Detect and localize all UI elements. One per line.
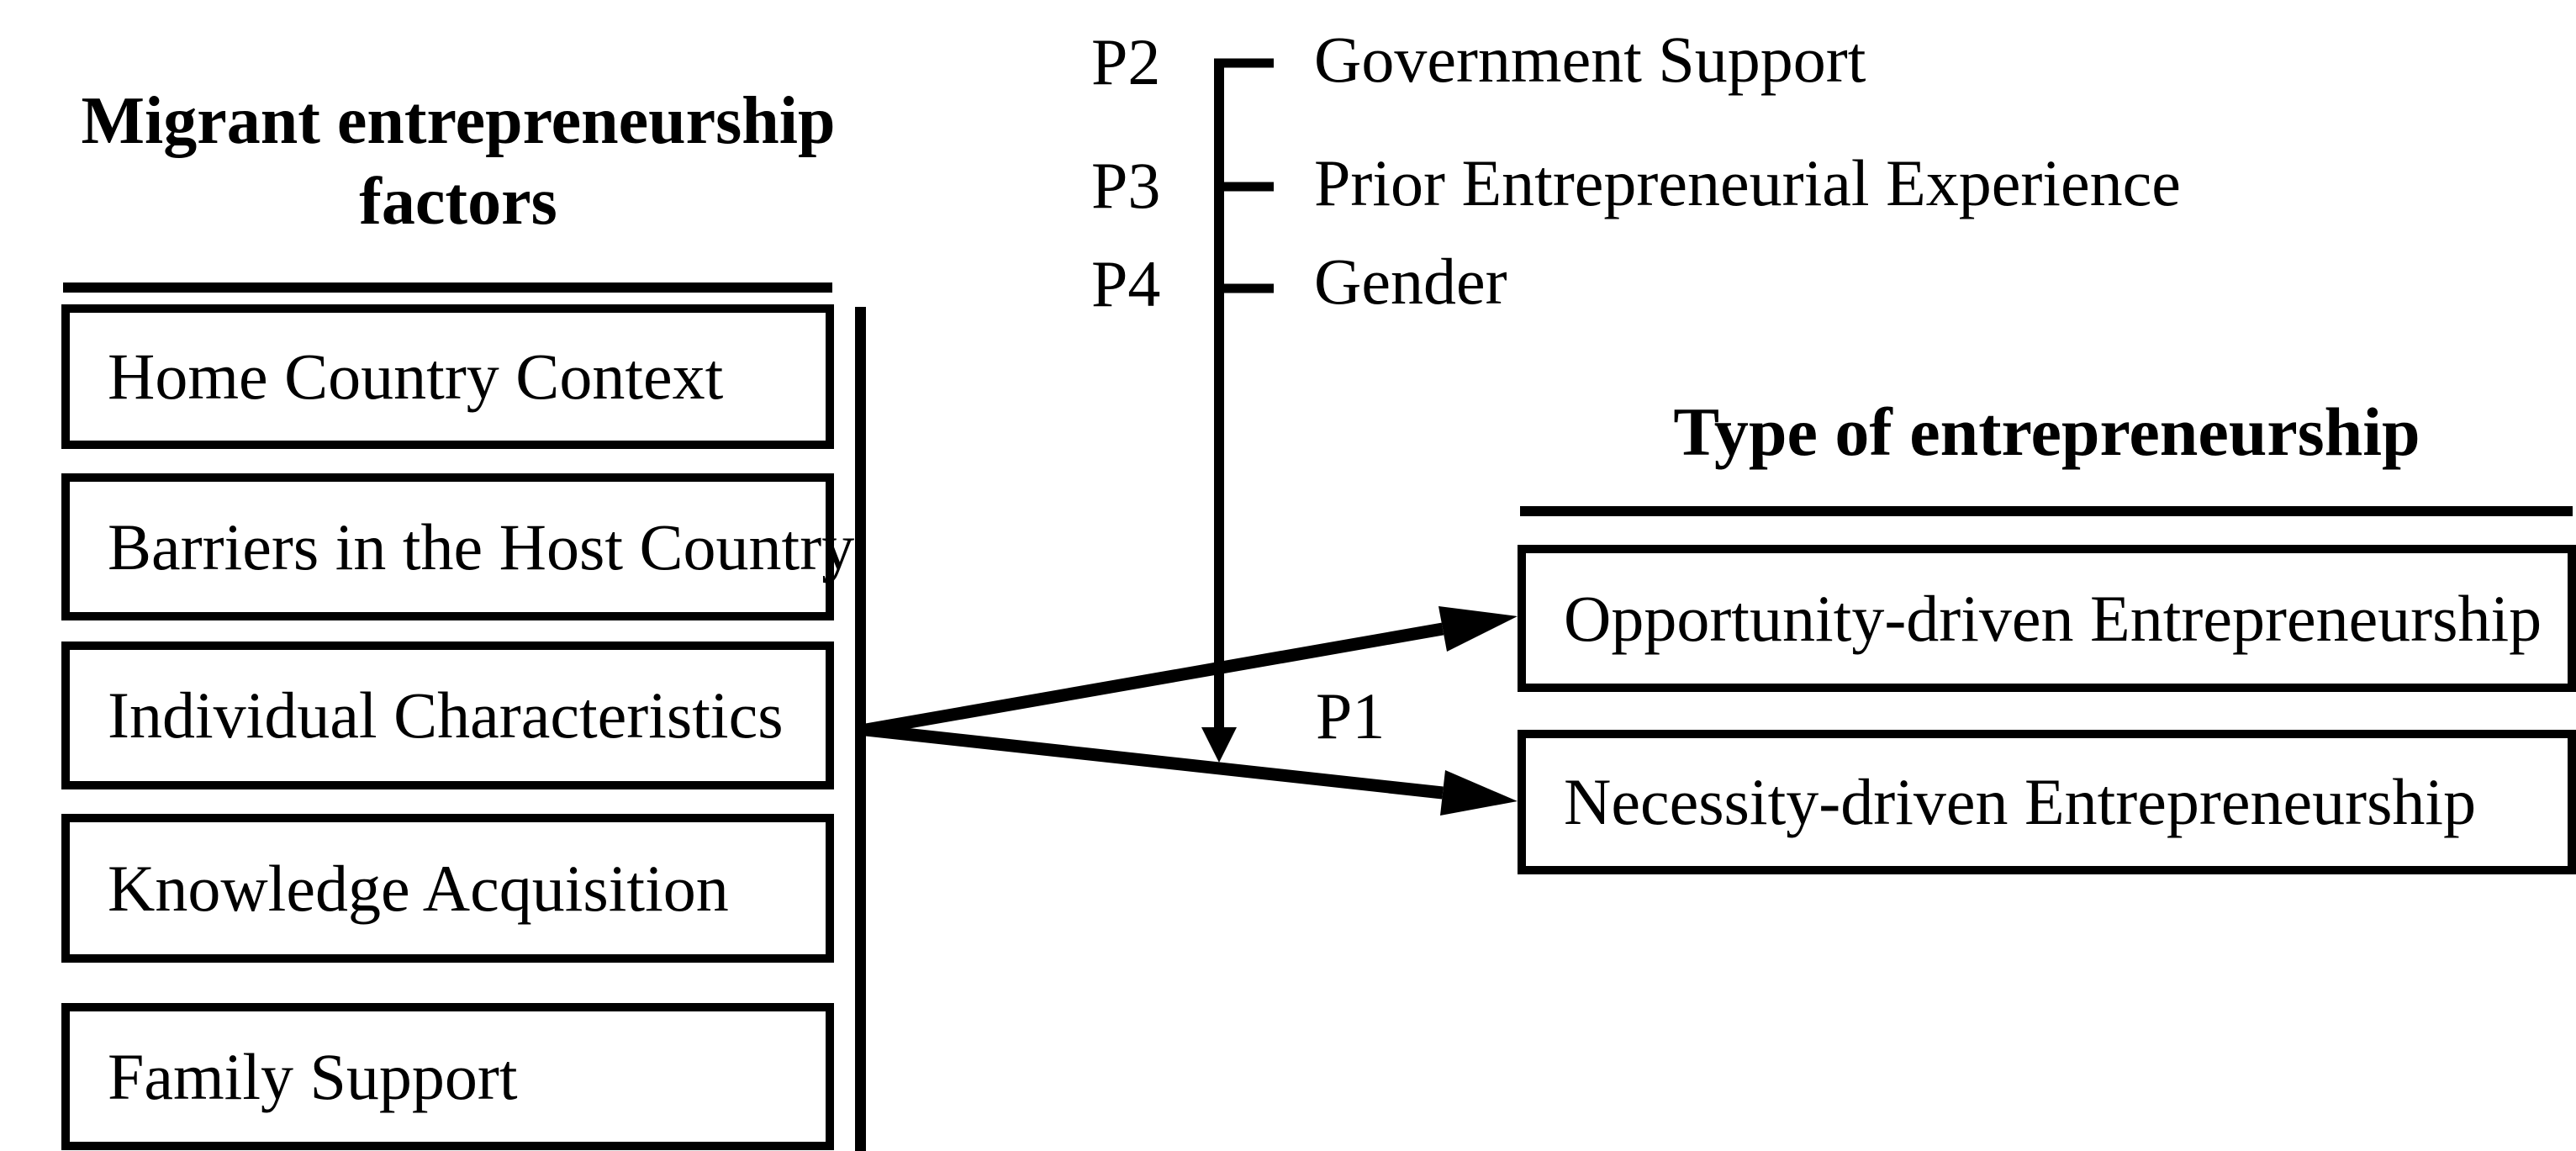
moderator-id-p3: P3 (1091, 149, 1161, 222)
outcome-box-label: Necessity-driven Entrepreneurship (1564, 765, 2477, 838)
moderator-label-prior-entrepreneurial-experience: Prior Entrepreneurial Experience (1314, 146, 2181, 219)
factor-box-label: Knowledge Acquisition (108, 851, 729, 925)
factor-box-knowledge-acquisition: Knowledge Acquisition (61, 814, 834, 963)
moderator-id-p4: P4 (1091, 247, 1161, 320)
migrant-factors-underline (63, 282, 832, 293)
type-of-entrepreneurship-underline (1520, 506, 2573, 516)
p1-arrow-lower-head (1440, 770, 1518, 816)
factor-box-home-country-context: Home Country Context (61, 304, 834, 449)
outcome-box-label: Opportunity-driven Entrepreneurship (1564, 581, 2542, 655)
moderator-label-government-support: Government Support (1314, 23, 1866, 96)
migrant-factors-title-line2: factors (359, 165, 557, 239)
outcome-box-necessity-driven: Necessity-driven Entrepreneurship (1518, 730, 2576, 874)
migrant-factors-title: Migrant entrepreneurship factors (71, 81, 845, 242)
factors-bracket-bar (855, 307, 866, 1151)
factor-box-barriers-host-country: Barriers in the Host Country (61, 473, 854, 620)
moderator-label-gender: Gender (1314, 245, 1507, 318)
factor-box-label: Individual Characteristics (108, 678, 784, 752)
moderator-id-p2: P2 (1091, 25, 1161, 98)
factor-box-family-support: Family Support (61, 1003, 834, 1150)
type-of-entrepreneurship-title: Type of entrepreneurship (1673, 393, 2420, 470)
p1-arrow-upper-head (1438, 606, 1518, 652)
factor-box-label: Family Support (108, 1039, 518, 1113)
moderation-arrow-head (1201, 727, 1237, 763)
factor-box-label: Barriers in the Host Country (108, 510, 855, 583)
factor-box-label: Home Country Context (108, 340, 724, 413)
migrant-factors-title-line1: Migrant entrepreneurship (81, 84, 836, 158)
outcome-box-opportunity-driven: Opportunity-driven Entrepreneurship (1518, 545, 2576, 692)
proposition-label-p1: P1 (1316, 679, 1386, 752)
factor-box-individual-characteristics: Individual Characteristics (61, 641, 834, 789)
